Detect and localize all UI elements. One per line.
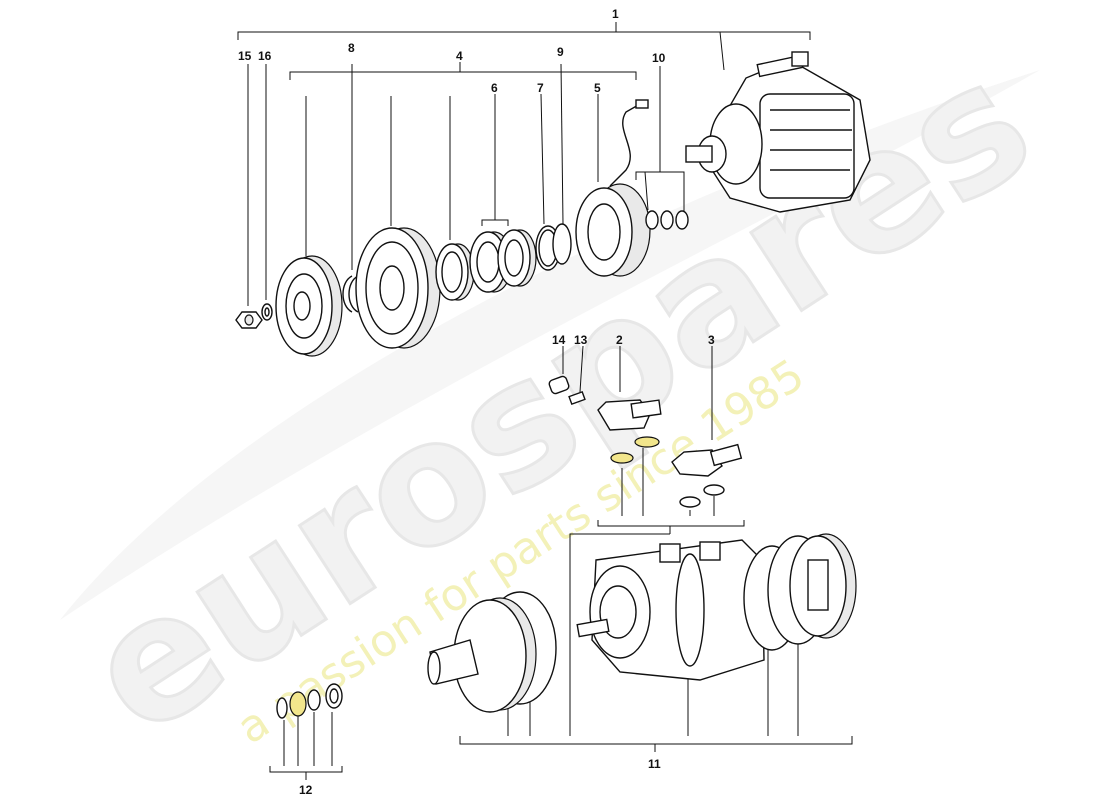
callout-6: 6: [491, 81, 498, 95]
part-clutch-plate: [275, 255, 343, 357]
part-1-compressor: [685, 51, 871, 213]
part-compressor-body: [576, 539, 765, 681]
callout-8: 8: [348, 41, 355, 55]
callout-9: 9: [557, 45, 564, 59]
part-rear-head: [789, 533, 857, 639]
part-2-fitting: [597, 399, 662, 431]
watermark-brand: eurospares: [54, 23, 1063, 774]
part-15-nut: [235, 311, 263, 329]
callout-14: 14: [552, 333, 566, 347]
callout-10: 10: [652, 51, 666, 65]
part-5-coil: [575, 99, 651, 277]
part-9-circlip: [552, 223, 572, 265]
seals-2-3: [610, 436, 725, 508]
part-bearing: [435, 243, 475, 301]
watermark: eurospares a passion for parts since 198…: [53, 21, 1065, 775]
callout-15: 15: [238, 49, 252, 63]
callout-16: 16: [258, 49, 272, 63]
part-pulley: [355, 227, 441, 349]
part-8-snap-ring: [342, 275, 359, 313]
callout-4: 4: [456, 49, 463, 63]
callout-5: 5: [594, 81, 601, 95]
callout-2: 2: [616, 333, 623, 347]
part-10-orings: [645, 210, 689, 230]
part-16-washer: [261, 303, 273, 321]
part-14-cap: [548, 375, 570, 395]
callout-13: 13: [574, 333, 588, 347]
part-12-seal-kit: [276, 683, 343, 719]
callouts: 1 4 15 16 8 9 10 6 7 5 14 13 2 3 11 12: [238, 7, 715, 797]
part-3-fitting: [671, 443, 743, 477]
part-13-valve-core: [568, 390, 586, 406]
part-6-seal-pair: [469, 229, 537, 293]
callout-3: 3: [708, 333, 715, 347]
callout-12: 12: [299, 783, 313, 797]
callout-11: 11: [648, 757, 661, 771]
callout-1: 1: [612, 7, 619, 21]
part-front-head: [427, 591, 557, 713]
group-brackets: [237, 22, 853, 780]
callout-7: 7: [537, 81, 544, 95]
